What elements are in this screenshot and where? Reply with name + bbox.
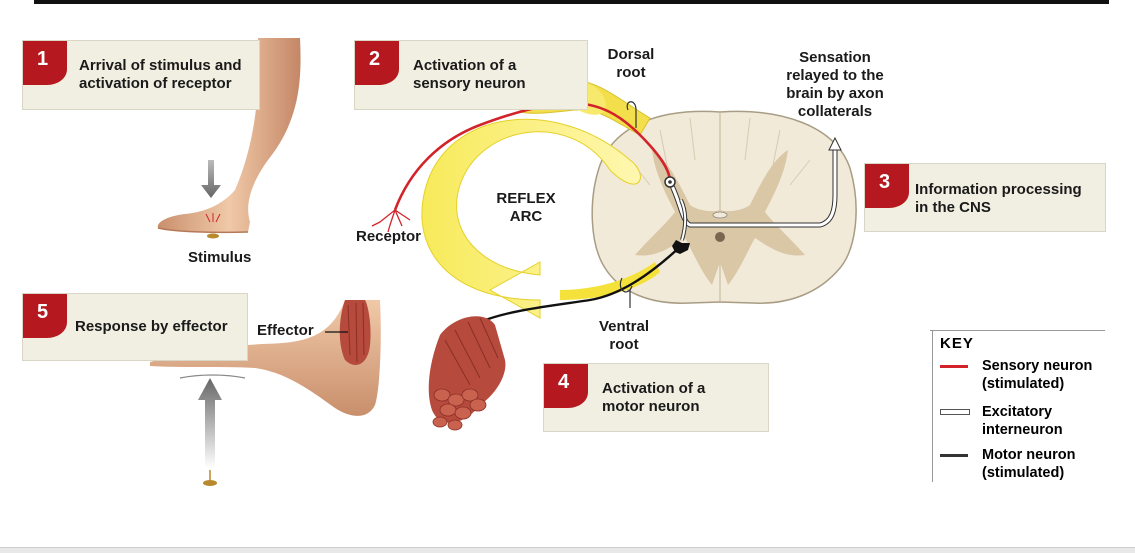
key-interneuron-line-1: Excitatory bbox=[982, 404, 1053, 420]
step-4-panel: 4 Activation of a motor neuron bbox=[543, 363, 769, 432]
reflex-arc-line-2: ARC bbox=[509, 208, 543, 225]
down-arrow-icon bbox=[201, 160, 221, 198]
step-tab-icon bbox=[544, 364, 588, 408]
dorsal-root-line-2: root bbox=[616, 64, 646, 81]
reflex-arc-label: REFLEX ARC bbox=[490, 190, 562, 226]
step-5-line-1: Response by effector bbox=[75, 318, 228, 335]
step-4-line-1: Activation of a bbox=[602, 380, 706, 397]
sensation-label: Sensation relayed to the brain by axon c… bbox=[770, 49, 900, 121]
sensation-line-1: Sensation bbox=[799, 49, 871, 66]
ventral-root-line-2: root bbox=[609, 336, 639, 353]
legend-key: KEY Sensory neuron (stimulated) Excitato… bbox=[930, 330, 1110, 482]
step-1-line-2: activation of receptor bbox=[79, 75, 232, 92]
step-2-line-1: Activation of a bbox=[413, 57, 517, 74]
step-tab-icon bbox=[355, 41, 399, 85]
ventral-root-label: Ventral root bbox=[592, 318, 656, 354]
sensation-line-2: relayed to the bbox=[786, 67, 884, 84]
key-left-rule bbox=[932, 330, 933, 482]
sensory-swatch bbox=[940, 365, 968, 368]
sensation-line-4: collaterals bbox=[797, 103, 873, 120]
bottom-rule bbox=[0, 547, 1135, 553]
step-2-panel: 2 Activation of a sensory neuron bbox=[354, 40, 588, 110]
step-1-line-1: Arrival of stimulus and bbox=[79, 57, 242, 74]
step-3-line-2: in the CNS bbox=[915, 199, 991, 216]
step-3-number: 3 bbox=[879, 171, 891, 193]
step-tab-icon bbox=[23, 41, 67, 85]
step-4-number: 4 bbox=[558, 371, 570, 393]
key-motor-line-2: (stimulated) bbox=[982, 465, 1065, 481]
step-3-line-1: Information processing bbox=[915, 181, 1082, 198]
excitatory-interneuron bbox=[664, 136, 842, 241]
reflex-arc-arrow bbox=[421, 118, 660, 319]
step-1-panel: 1 Arrival of stimulus and activation of … bbox=[22, 40, 260, 110]
pin-icon bbox=[203, 480, 217, 486]
stimulus-marks bbox=[205, 213, 221, 223]
key-sensory-line-2: (stimulated) bbox=[982, 376, 1065, 392]
dorsal-root-label: Dorsal root bbox=[600, 46, 662, 82]
key-interneuron-line-2: interneuron bbox=[982, 422, 1063, 438]
sensation-line-3: brain by axon bbox=[786, 85, 884, 102]
spinal-cord bbox=[591, 110, 857, 304]
step-3-panel: 3 Information processing in the CNS bbox=[864, 163, 1106, 232]
arm-stimulus bbox=[157, 38, 301, 239]
motor-swatch bbox=[940, 454, 968, 457]
key-sensory-line-1: Sensory neuron bbox=[982, 358, 1093, 374]
step-2-line-2: sensory neuron bbox=[413, 75, 526, 92]
pin-tip-icon bbox=[207, 233, 219, 239]
muscle-bundle bbox=[428, 316, 506, 431]
step-2-number: 2 bbox=[369, 48, 381, 70]
dorsal-root-line-1: Dorsal bbox=[607, 46, 655, 63]
key-title: KEY bbox=[940, 335, 974, 352]
step-tab-icon bbox=[865, 164, 909, 208]
step-5-number: 5 bbox=[37, 301, 49, 323]
root-markers bbox=[619, 101, 637, 308]
key-motor-line-1: Motor neuron bbox=[982, 447, 1076, 463]
arm-effector bbox=[150, 300, 381, 486]
key-top-rule bbox=[930, 330, 1105, 331]
receptor-label: Receptor bbox=[356, 228, 422, 245]
reflex-arc-line-1: REFLEX bbox=[496, 190, 556, 207]
step-1-number: 1 bbox=[37, 48, 49, 70]
effector-label: Effector bbox=[257, 322, 314, 339]
top-rule bbox=[34, 0, 1109, 4]
interneuron-swatch bbox=[940, 409, 970, 415]
step-tab-icon bbox=[23, 294, 67, 338]
stimulus-label: Stimulus bbox=[188, 249, 252, 266]
up-arrow-icon bbox=[198, 378, 222, 468]
ventral-root-line-1: Ventral bbox=[598, 318, 650, 335]
step-4-line-2: motor neuron bbox=[602, 398, 700, 415]
step-5-panel: 5 Response by effector bbox=[22, 293, 248, 361]
